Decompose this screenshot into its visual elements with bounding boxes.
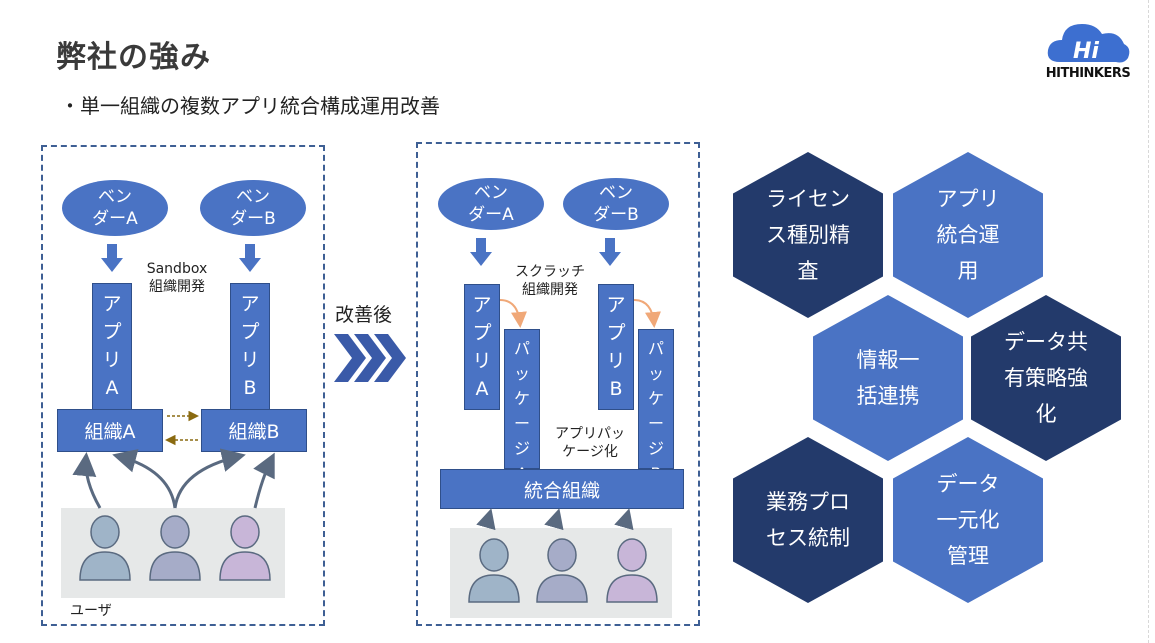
- char: ー: [647, 414, 664, 433]
- after-app-b: ア プ リ B: [598, 284, 634, 410]
- before-vendor-b: ベン ダーB: [200, 180, 306, 236]
- after-vendor-a: ベン ダーA: [438, 178, 544, 230]
- after-app-a: ア プ リ A: [464, 284, 500, 410]
- user-icon: [536, 538, 588, 603]
- packaging-label: アプリパッ ケージ化: [555, 426, 625, 460]
- before-app-a: ア プ リ A: [92, 283, 132, 411]
- char: ケ: [513, 389, 530, 408]
- char: A: [105, 377, 119, 399]
- char: ア: [102, 293, 122, 315]
- after-vendor-b: ベン ダーB: [563, 178, 669, 230]
- user-access-arrows: [72, 448, 275, 509]
- user-icon: [606, 538, 658, 603]
- char: ッ: [513, 364, 530, 383]
- after-panel: [416, 142, 700, 626]
- after-package-b: パ ッ ケ ー ジ B: [638, 329, 674, 483]
- logo-wordmark: HITHINKERS: [1045, 66, 1131, 81]
- before-org-b: 組織B: [201, 409, 307, 452]
- char: ケ: [647, 389, 664, 408]
- char: プ: [102, 321, 122, 343]
- char: ア: [606, 294, 626, 316]
- char: パ: [647, 339, 664, 358]
- char: ー: [513, 414, 530, 433]
- char: B: [243, 377, 257, 399]
- right-edge-guide: [1148, 0, 1149, 643]
- char: プ: [240, 321, 260, 343]
- page-title: 弊社の強み: [56, 40, 211, 75]
- char: ア: [472, 294, 492, 316]
- page-subtitle: ・単一組織の複数アプリ統合構成運用改善: [60, 94, 440, 118]
- char: ッ: [647, 364, 664, 383]
- char: プ: [606, 322, 626, 344]
- transition-label: 改善後: [335, 304, 393, 326]
- down-arrow-icon: [101, 244, 123, 272]
- scratch-label: スクラッチ 組織開発: [515, 264, 585, 298]
- char: プ: [472, 322, 492, 344]
- char: リ: [606, 350, 626, 372]
- users-label: ユーザ: [70, 603, 112, 619]
- user-icon: [79, 515, 131, 581]
- user-icon: [219, 515, 271, 581]
- down-arrow-icon: [470, 238, 492, 266]
- user-icon: [149, 515, 201, 581]
- char: ジ: [513, 439, 530, 458]
- sandbox-label: Sandbox 組織開発: [146, 261, 208, 295]
- char: A: [475, 378, 489, 400]
- before-vendor-a: ベン ダーA: [62, 180, 168, 236]
- before-org-a: 組織A: [57, 409, 163, 452]
- user-icon: [468, 538, 520, 603]
- down-arrow-icon: [239, 244, 261, 272]
- company-logo: Hi HITHINKERS: [1038, 14, 1138, 84]
- char: パ: [513, 339, 530, 358]
- packaging-arrow: [499, 299, 527, 328]
- integrated-org: 統合組織: [440, 469, 684, 509]
- after-package-a: パ ッ ケ ー ジ A: [504, 329, 540, 483]
- char: ジ: [647, 439, 664, 458]
- svg-text:Hi: Hi: [1073, 39, 1099, 64]
- char: リ: [472, 350, 492, 372]
- char: B: [609, 378, 623, 400]
- char: ア: [240, 293, 260, 315]
- chevron-right-icon: [334, 334, 406, 382]
- down-arrow-icon: [599, 238, 621, 266]
- char: リ: [102, 349, 122, 371]
- packaging-arrow: [633, 299, 661, 328]
- cloud-logo-icon: Hi: [1047, 24, 1130, 64]
- char: リ: [240, 349, 260, 371]
- user-access-arrows: [476, 508, 634, 531]
- before-panel: [41, 145, 325, 626]
